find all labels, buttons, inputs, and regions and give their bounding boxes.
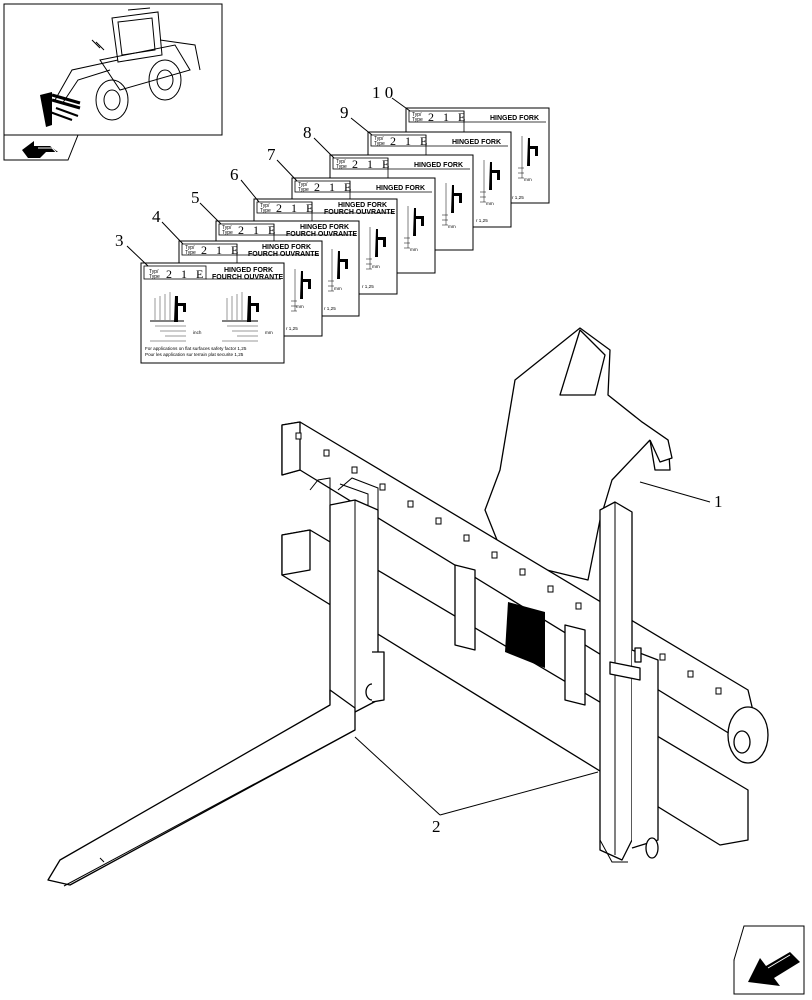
decal-leaders — [126, 97, 411, 267]
svg-text:HINGED FORK: HINGED FORK — [300, 224, 349, 231]
svg-text:Typ/: Typ/ — [298, 182, 308, 188]
svg-text:2 1 E: 2 1 E — [276, 201, 316, 215]
svg-text:mm: mm — [372, 264, 380, 269]
svg-text:mm: mm — [334, 286, 342, 291]
callout-leaders — [354, 481, 711, 816]
svg-text:HINGED FORK: HINGED FORK — [376, 185, 425, 192]
svg-text:HINGED FORK: HINGED FORK — [490, 115, 539, 122]
callout-2: 2 — [432, 817, 441, 836]
callout-7: 7 — [267, 145, 276, 164]
svg-text:mm: mm — [486, 201, 494, 206]
svg-text:Typ/: Typ/ — [149, 269, 159, 275]
svg-text:Pour les application sur terra: Pour les application sur terrain plat se… — [145, 352, 244, 357]
svg-text:2 1 E: 2 1 E — [238, 223, 278, 237]
back-arrow-icon[interactable] — [22, 141, 58, 158]
svg-text:2 1 E: 2 1 E — [390, 134, 430, 148]
callout-1: 1 — [714, 492, 723, 511]
svg-text:Typ/: Typ/ — [222, 225, 232, 231]
thumbnail-panel[interactable] — [3, 3, 223, 161]
svg-text:Type: Type — [336, 164, 347, 170]
fork-left — [47, 477, 385, 887]
svg-text:mm: mm — [296, 304, 304, 309]
svg-text:Type: Type — [185, 250, 196, 256]
svg-text:Type: Type — [149, 274, 160, 280]
svg-text:r 1,25: r 1,25 — [324, 306, 336, 311]
fork-right — [599, 501, 659, 863]
callout-labels: 1 2 3 4 5 6 7 8 9 1 0 — [115, 83, 723, 836]
decal-7: Typ/ Type 2 1 E HINGED FORK mm — [291, 177, 436, 274]
svg-text:mm: mm — [448, 224, 456, 229]
decal-5: Typ/ Type 2 1 E HINGED FORK FOURCH OUVRA… — [215, 220, 360, 317]
svg-text:Type: Type — [374, 141, 385, 147]
svg-text:Type: Type — [260, 208, 271, 214]
svg-text:HINGED FORK: HINGED FORK — [262, 244, 311, 251]
svg-text:r 1,25: r 1,25 — [512, 195, 524, 200]
decal-8: Typ/ Type 2 1 E HINGED FORK mm — [329, 154, 474, 251]
svg-text:Type: Type — [412, 117, 423, 123]
next-page-button[interactable] — [733, 925, 805, 995]
callout-4: 4 — [152, 207, 161, 226]
svg-text:FOURCH OUVRANTE: FOURCH OUVRANTE — [212, 274, 283, 281]
decal-10: Typ/ Type 2 1 E HINGED FORK mm r 1,25 — [405, 107, 550, 204]
next-page-arrow-icon — [748, 952, 800, 986]
svg-text:Typ/: Typ/ — [260, 203, 270, 209]
svg-text:Type: Type — [222, 230, 233, 236]
svg-text:HINGED FORK: HINGED FORK — [452, 139, 501, 146]
svg-text:2 1 E: 2 1 E — [428, 110, 468, 124]
svg-text:mm: mm — [265, 330, 273, 335]
svg-text:Typ/: Typ/ — [374, 136, 384, 142]
svg-text:r 1,25: r 1,25 — [362, 284, 374, 289]
svg-text:inch: inch — [193, 330, 202, 335]
callout-9: 9 — [340, 103, 349, 122]
svg-text:FOURCH OUVRANTE: FOURCH OUVRANTE — [248, 251, 319, 258]
decal-9: Typ/ Type 2 1 E HINGED FORK mm r 1,25 — [367, 131, 512, 228]
svg-text:2 1 E: 2 1 E — [314, 180, 354, 194]
callout-5: 5 — [191, 188, 200, 207]
svg-text:2 1 E: 2 1 E — [201, 243, 241, 257]
decal-4: Typ/ Type 2 1 E HINGED FORK FOURCH OUVRA… — [178, 240, 323, 337]
svg-text:FOURCH OUVRANTE: FOURCH OUVRANTE — [286, 231, 357, 238]
callout-3: 3 — [115, 231, 124, 250]
svg-text:HINGED FORK: HINGED FORK — [224, 267, 273, 274]
svg-text:Type: Type — [298, 187, 309, 193]
callout-6: 6 — [230, 165, 239, 184]
svg-text:2 1 E: 2 1 E — [166, 267, 206, 281]
svg-text:r 1,25: r 1,25 — [286, 326, 298, 331]
svg-text:FOURCH OUVRANTE: FOURCH OUVRANTE — [324, 209, 395, 216]
thumbnail-loader-icon — [40, 7, 201, 127]
svg-text:mm: mm — [524, 177, 532, 182]
callout-8: 8 — [303, 123, 312, 142]
svg-text:For applications on flat surfa: For applications on flat surfaces safety… — [145, 346, 247, 351]
svg-text:2 1 E: 2 1 E — [352, 157, 392, 171]
svg-text:HINGED FORK: HINGED FORK — [338, 202, 387, 209]
svg-text:HINGED FORK: HINGED FORK — [414, 162, 463, 169]
decal-3: Typ/ Type 2 1 E HINGED FORK FOURCH OUVRA… — [140, 262, 285, 364]
svg-text:Typ/: Typ/ — [185, 245, 195, 251]
svg-text:mm: mm — [410, 247, 418, 252]
callout-10: 1 0 — [372, 83, 393, 102]
svg-text:Typ/: Typ/ — [336, 159, 346, 165]
svg-text:Typ/: Typ/ — [412, 112, 422, 118]
svg-text:r 1,25: r 1,25 — [476, 218, 488, 223]
decal-6: Typ/ Type 2 1 E HINGED FORK FOURCH OUVRA… — [253, 198, 398, 295]
